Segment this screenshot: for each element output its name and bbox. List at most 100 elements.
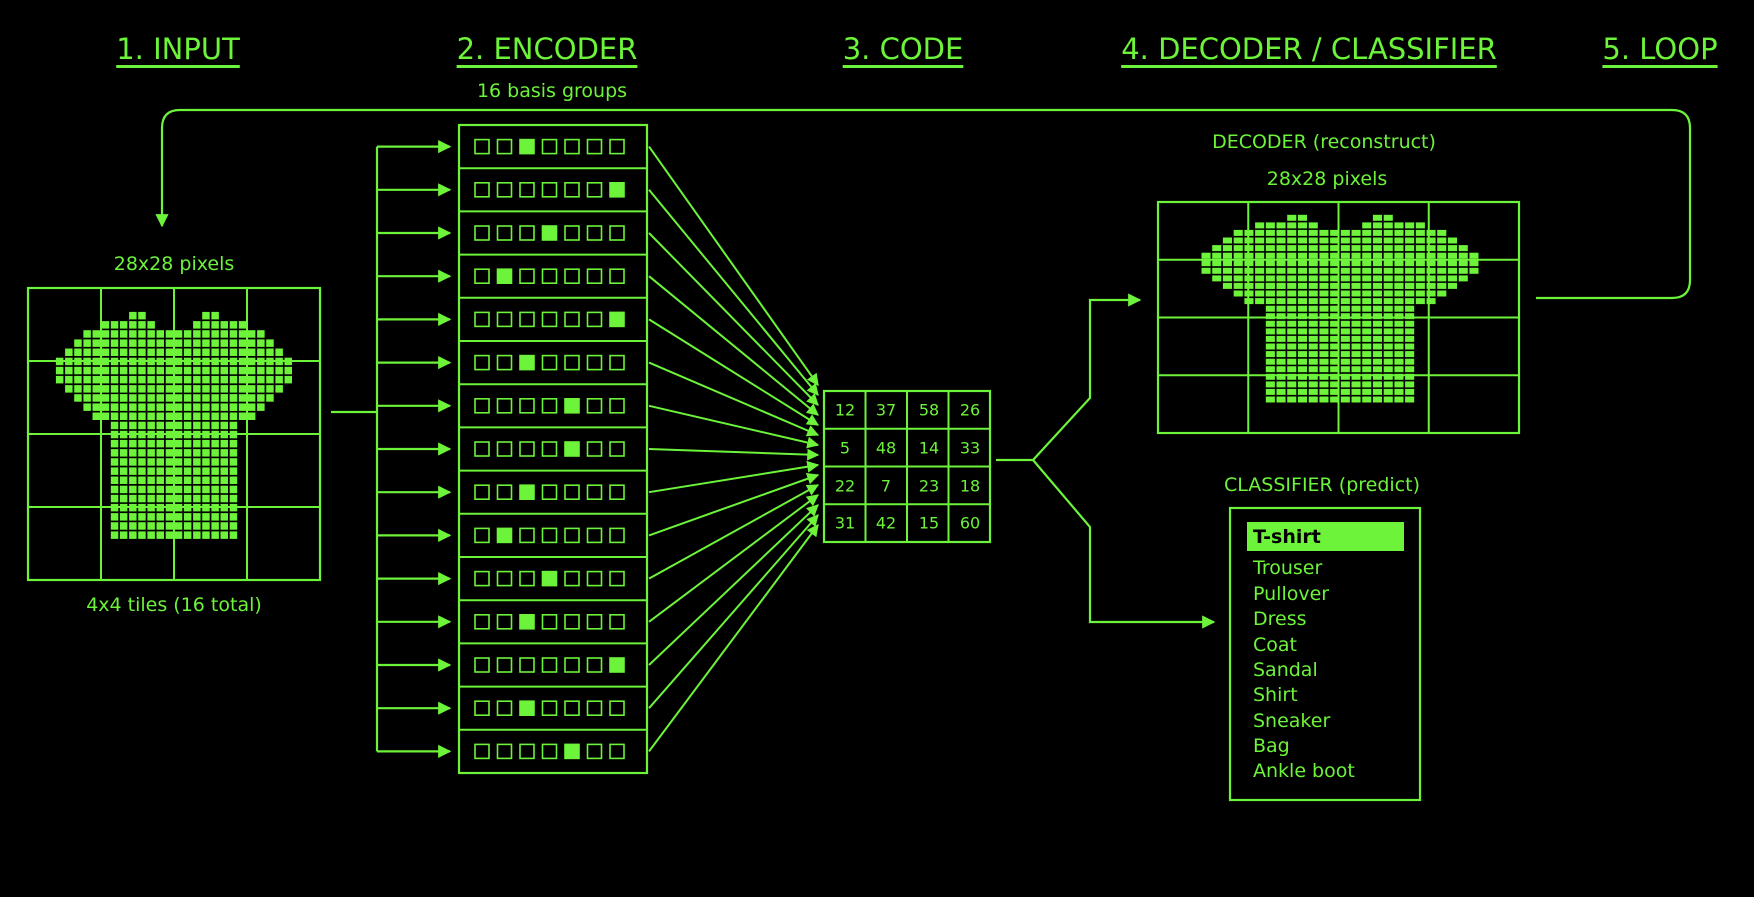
basis-cell-active <box>519 354 535 371</box>
shirt-pixel <box>1276 313 1286 320</box>
shirt-pixel <box>110 439 119 448</box>
basis-cell <box>474 225 490 241</box>
shirt-pixel <box>1330 267 1340 274</box>
shirt-pixel <box>1340 305 1350 312</box>
shirt-pixel <box>1222 245 1232 252</box>
shirt-pixel <box>220 485 228 494</box>
shirt-pixel <box>211 412 219 420</box>
shirt-pixel <box>74 366 82 375</box>
basis-cell-active <box>564 397 580 414</box>
shirt-pixel <box>202 458 210 466</box>
shirt-pixel <box>1447 282 1457 289</box>
encoder-output-arrow <box>648 484 820 580</box>
shirt-pixel <box>83 330 91 338</box>
basis-cell <box>496 225 513 241</box>
shirt-pixel <box>165 449 174 457</box>
shirt-pixel <box>1405 335 1415 342</box>
shirt-pixel <box>1340 358 1350 365</box>
shirt-pixel <box>65 357 73 366</box>
shirt-pixel <box>1265 267 1275 274</box>
shirt-pixel <box>220 449 228 457</box>
code-value: 14 <box>918 438 940 458</box>
code-value: 7 <box>880 476 892 496</box>
shirt-pixel <box>1362 260 1372 267</box>
shirt-pixel <box>110 467 119 475</box>
basis-cell <box>586 138 603 155</box>
shirt-pixel <box>238 339 247 347</box>
shirt-pixel <box>1297 358 1307 365</box>
shirt-pixel <box>165 531 174 539</box>
shirt-pixel <box>1287 396 1297 403</box>
classifier-title: CLASSIFIER (predict) <box>1224 474 1420 496</box>
shirt-pixel <box>55 375 64 384</box>
shirt-pixel <box>165 485 174 494</box>
stage-heading-loop: 5. LOOP <box>1602 32 1718 66</box>
shirt-pixel <box>1244 282 1254 289</box>
basis-cell <box>609 527 625 544</box>
shirt-pixel <box>1362 229 1372 236</box>
shirt-pixel <box>1447 237 1457 244</box>
shirt-pixel <box>129 503 137 512</box>
shirt-pixel <box>174 467 183 475</box>
shirt-pixel <box>1405 313 1415 320</box>
shirt-pixel <box>55 366 64 375</box>
code-value: 37 <box>875 400 897 420</box>
shirt-pixel <box>193 421 201 430</box>
shirt-pixel <box>1222 252 1232 259</box>
shirt-pixel <box>1394 260 1404 267</box>
shirt-pixel <box>1405 396 1415 403</box>
shirt-pixel <box>1287 290 1297 297</box>
shirt-pixel <box>119 375 128 384</box>
shirt-pixel <box>1330 252 1340 259</box>
shirt-pixel <box>129 330 137 338</box>
shirt-pixel <box>174 503 183 512</box>
shirt-pixel <box>1340 260 1350 267</box>
shirt-pixel <box>165 412 174 420</box>
shirt-pixel <box>1255 282 1265 289</box>
shirt-pixel <box>1415 222 1425 229</box>
shirt-pixel <box>247 412 256 420</box>
shirt-pixel <box>110 503 119 512</box>
shirt-pixel <box>156 330 164 338</box>
shirt-pixel <box>1255 252 1265 259</box>
shirt-pixel <box>92 412 100 420</box>
shirt-pixel <box>1415 290 1425 297</box>
shirt-pixel <box>1287 381 1297 388</box>
shirt-pixel <box>138 421 146 430</box>
shirt-pixel <box>183 348 192 356</box>
basis-cell <box>474 182 490 198</box>
shirt-pixel <box>1265 388 1275 395</box>
basis-cell <box>564 182 580 198</box>
shirt-pixel <box>1287 237 1297 244</box>
shirt-pixel <box>147 458 155 466</box>
shirt-pixel <box>138 394 146 402</box>
shirt-pixel <box>202 366 210 375</box>
basis-cell <box>586 311 603 328</box>
shirt-pixel <box>202 513 210 521</box>
encoder-output-arrow <box>648 448 820 461</box>
basis-cell <box>609 743 625 760</box>
shirt-pixel <box>1308 229 1318 236</box>
shirt-pixel <box>1351 260 1361 267</box>
shirt-pixel <box>119 330 128 338</box>
basis-cell <box>519 570 535 587</box>
shirt-pixel <box>156 412 164 420</box>
shirt-pixel <box>1405 351 1415 358</box>
basis-cell <box>496 138 513 155</box>
shirt-pixel <box>1383 343 1393 350</box>
shirt-pixel <box>1297 245 1307 252</box>
shirt-pixel <box>1372 313 1382 320</box>
input-tiles-label: 4x4 tiles (16 total) <box>86 594 262 616</box>
shirt-pixel <box>101 330 110 338</box>
shirt-pixel <box>1372 214 1382 221</box>
shirt-pixel <box>1383 298 1393 305</box>
shirt-pixel <box>220 394 228 402</box>
shirt-pixel <box>147 375 155 384</box>
shirt-pixel <box>101 348 110 356</box>
shirt-pixel <box>1308 358 1318 365</box>
shirt-pixel <box>229 403 238 411</box>
shirt-pixel <box>183 522 192 530</box>
encoder-output-arrow <box>648 275 819 416</box>
shirt-pixel <box>65 375 73 384</box>
shirt-pixel <box>229 531 238 539</box>
